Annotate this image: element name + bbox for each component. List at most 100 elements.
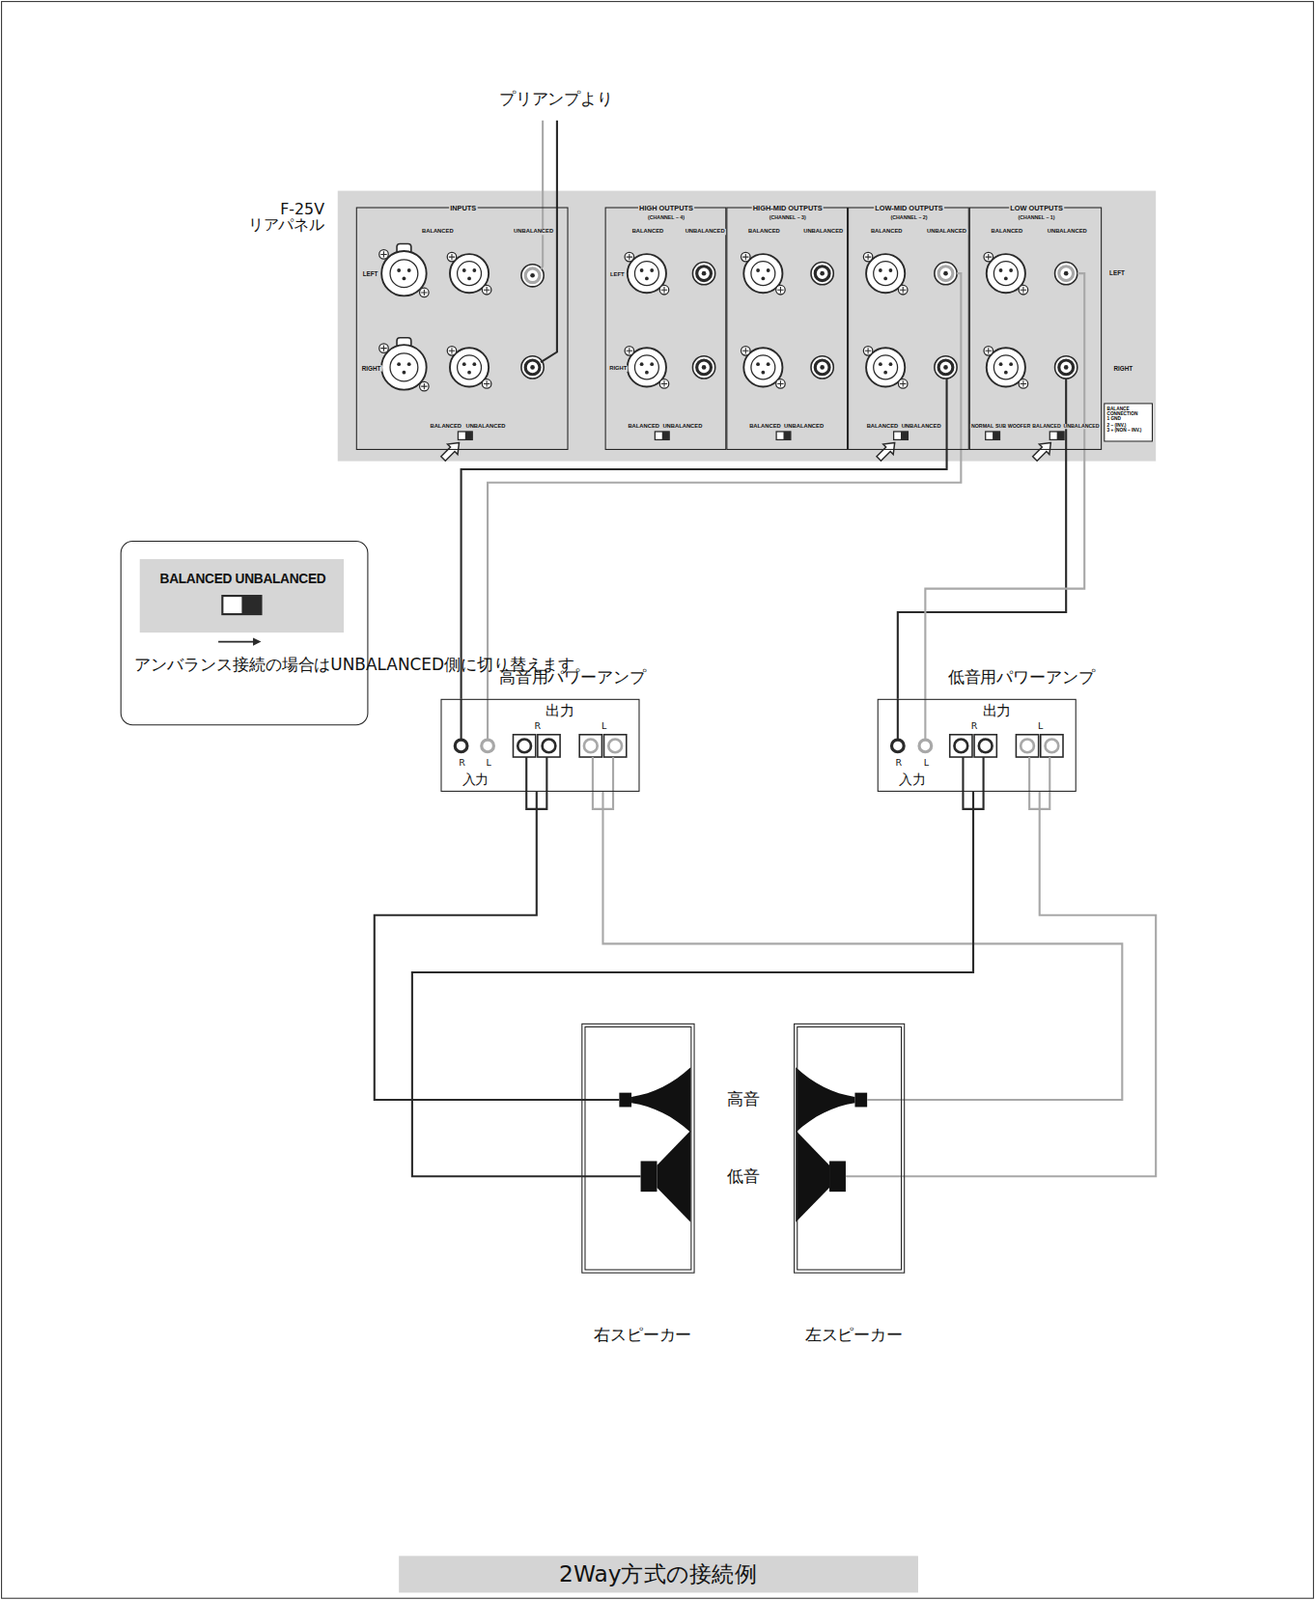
xlr-pin <box>999 362 1004 366</box>
slide-switch <box>985 431 1001 440</box>
rca-jack <box>692 262 715 285</box>
node-text: UNBALANCED <box>925 228 968 235</box>
output-section: HIGH-MID OUTPUTS(CHANNEL – 3)BALANCEDUNB… <box>726 206 848 449</box>
switch-sample-ground <box>139 559 344 633</box>
xlr-pin <box>462 268 467 273</box>
screw <box>419 381 430 392</box>
xlr-pin <box>467 277 472 281</box>
tweeter-horn <box>795 1066 855 1133</box>
input-section: INPUTSBALANCEDUNBALANCEDLEFTRIGHTBALANCE… <box>356 206 569 449</box>
signal-cable <box>602 791 1122 1100</box>
screw <box>741 251 752 262</box>
switch-knob <box>783 431 790 440</box>
node-text: HIGH OUTPUTS <box>638 204 695 212</box>
input-jack <box>454 739 468 753</box>
rca-pin <box>1063 271 1069 277</box>
node-text: 左スピーカー <box>805 1327 903 1344</box>
input-jack <box>481 739 495 753</box>
screw-slot <box>420 383 427 390</box>
rca-ring <box>938 360 953 375</box>
slide-switch <box>776 431 791 440</box>
node-text: BALANCED <box>990 228 1025 235</box>
node-text: 低音用パワーアンプ <box>948 669 1095 686</box>
node-text: F-25V リアパネル <box>230 201 325 233</box>
speaker-terminal <box>1015 734 1038 757</box>
node-text: BALANCED <box>631 228 666 235</box>
xlr-pin <box>760 277 765 281</box>
node-text: L <box>485 758 491 769</box>
rca-jack <box>934 356 957 379</box>
node-text: L <box>923 758 929 769</box>
rear-panel-face <box>337 191 1156 462</box>
rca-ring <box>938 266 953 281</box>
screw-slot <box>1020 380 1027 387</box>
rca-jack <box>521 264 544 287</box>
terminal-knob <box>1020 739 1035 754</box>
wire-stub <box>896 699 899 740</box>
node-text: R <box>458 758 466 769</box>
screw <box>1018 379 1029 390</box>
rca-ring <box>814 266 830 281</box>
screw-slot <box>448 347 455 354</box>
node-text: LOW-MID OUTPUTS <box>873 204 945 212</box>
rca-ring <box>697 360 712 375</box>
node-text: 入力 <box>898 772 925 786</box>
signal-cable <box>897 449 1066 700</box>
node-text: UNBALANCED <box>1046 228 1089 235</box>
screw-slot <box>899 286 906 293</box>
speaker-terminal <box>579 734 602 757</box>
output-section: LOW OUTPUTS(CHANNEL – 1)BALANCEDUNBALANC… <box>969 206 1102 449</box>
node-text: R <box>971 722 979 732</box>
free-label: プリアンプより <box>499 90 614 108</box>
wire-stub <box>945 378 948 450</box>
node-text: (CHANNEL – 2) <box>889 214 928 220</box>
node-text: 高音用パワーアンプ <box>499 669 646 686</box>
xlr-pin <box>649 362 654 366</box>
xlr-insert <box>390 353 419 382</box>
rca-pin <box>530 273 535 279</box>
node-text: UNBALANCED <box>802 228 844 235</box>
woofer-cone <box>795 1130 830 1223</box>
screw <box>419 287 430 298</box>
power-amp: 高音用パワーアンプ出力RLRL入力 <box>440 699 640 792</box>
node-text: BALANCED <box>869 228 904 235</box>
node-text: BALANCED <box>748 423 783 430</box>
screw <box>863 346 873 357</box>
xlr-pin <box>407 268 412 273</box>
preamp-wire <box>540 120 558 363</box>
screw-slot <box>777 286 784 293</box>
node-text: 出力 <box>545 702 575 718</box>
terminal-knob <box>584 739 598 754</box>
woofer-magnet <box>829 1160 846 1192</box>
node-text: 右スピーカー <box>593 1327 692 1344</box>
screw <box>897 284 908 295</box>
signal-cable <box>461 449 948 700</box>
switch-knob <box>662 431 670 440</box>
screw-slot <box>661 286 668 293</box>
screw-slot <box>742 253 749 260</box>
woofer-cone <box>656 1130 691 1223</box>
screw-slot <box>380 251 387 257</box>
screw <box>447 251 457 262</box>
xlr-pin <box>402 370 407 375</box>
xlr-pin <box>883 370 888 375</box>
xlr-insert <box>751 355 776 380</box>
switch-knob <box>465 431 473 440</box>
xlr-pin <box>640 362 644 366</box>
note-box: BALANCED UNBALANCEDアンバランス接続の場合はUNBALANCE… <box>120 540 369 726</box>
screw <box>659 284 670 295</box>
switch-knob <box>992 431 1000 440</box>
rca-ring <box>525 360 540 375</box>
node-text: BALANCED <box>420 228 455 235</box>
node-text: 1 GND <box>1106 416 1149 421</box>
xlr-pin <box>766 362 771 366</box>
rca-ring <box>1059 360 1074 375</box>
node-text: BALANCED <box>1031 423 1063 429</box>
node-text: BALANCED <box>866 423 900 430</box>
node-text: R <box>534 722 542 732</box>
node-text: UNBALANCED <box>900 423 943 430</box>
xlr-pin <box>472 362 476 366</box>
speaker-cabinet: 右スピーカー <box>581 1023 695 1274</box>
screw-slot <box>985 347 992 354</box>
